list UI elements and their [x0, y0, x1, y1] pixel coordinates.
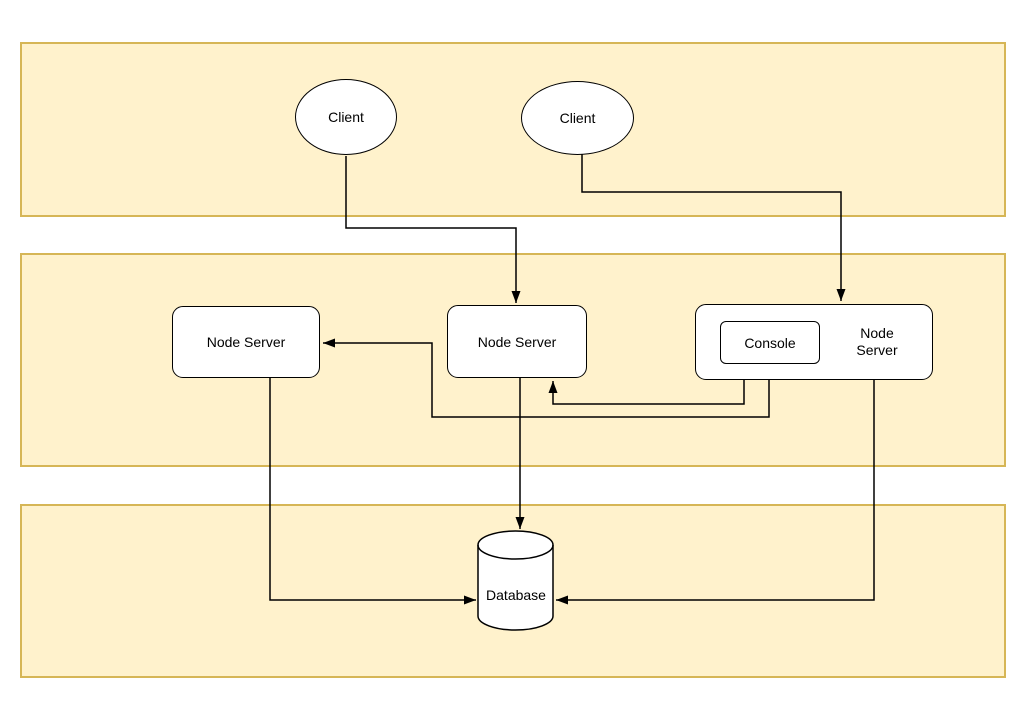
client-node-right: Client	[521, 81, 634, 155]
node-server-right: Node Server	[695, 304, 933, 380]
database-label: Database	[486, 586, 546, 603]
console-label: Console	[744, 334, 796, 351]
client-left-label: Client	[328, 109, 364, 125]
node-server-middle: Node Server	[447, 305, 587, 378]
client-node-left: Client	[295, 79, 397, 155]
node-server-left-label: Node Server	[206, 334, 286, 350]
node-server-middle-label: Node Server	[477, 333, 557, 350]
node-server-right-label: Node Server	[856, 325, 898, 358]
tier-band-top	[20, 42, 1006, 217]
client-right-label: Client	[559, 110, 596, 126]
console-box: Console	[720, 321, 820, 364]
node-server-left: Node Server	[172, 306, 320, 378]
